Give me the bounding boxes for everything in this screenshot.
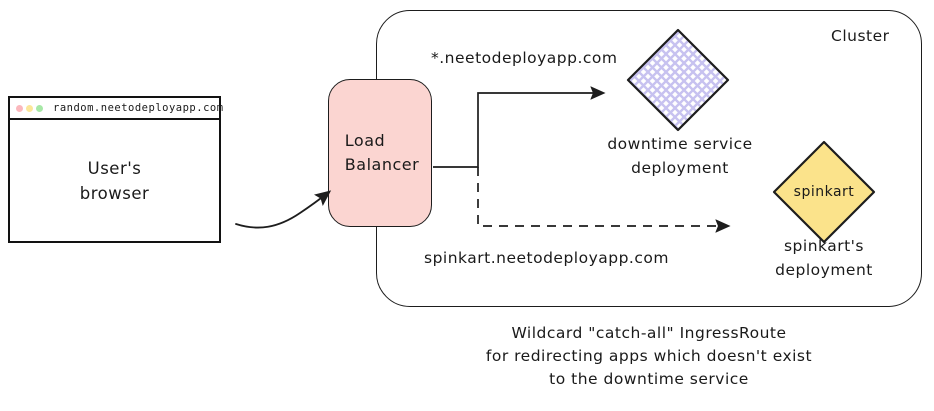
traffic-light-red-icon xyxy=(16,104,23,112)
diagram-bottom-caption: Wildcard "catch-all" IngressRoute for re… xyxy=(485,324,813,388)
load-balancer-node: Load Balancer xyxy=(328,79,432,227)
load-balancer-label: Load Balancer xyxy=(344,131,420,174)
spinkart-node: spinkart xyxy=(772,140,876,244)
cluster-label: Cluster xyxy=(831,27,890,45)
browser-window: random.neetodeployapp.com User's browser xyxy=(8,96,223,243)
edge-browser-to-load-balancer xyxy=(235,190,332,229)
browser-viewport: User's browser xyxy=(10,120,219,241)
browser-titlebar: random.neetodeployapp.com xyxy=(10,98,223,120)
spinkart-inner-label: spinkart xyxy=(793,184,855,200)
browser-url-text: random.neetodeployapp.com xyxy=(53,102,224,114)
downtime-service-caption: downtime service deployment xyxy=(607,135,753,177)
traffic-light-green-icon xyxy=(36,104,43,112)
spinkart-host-label: spinkart.neetodeployapp.com xyxy=(424,249,669,267)
traffic-light-yellow-icon xyxy=(26,104,33,112)
wildcard-host-label: *.neetodeployapp.com xyxy=(431,49,618,67)
browser-label: User's browser xyxy=(79,158,150,203)
spinkart-caption: spinkart's deployment xyxy=(775,237,873,279)
